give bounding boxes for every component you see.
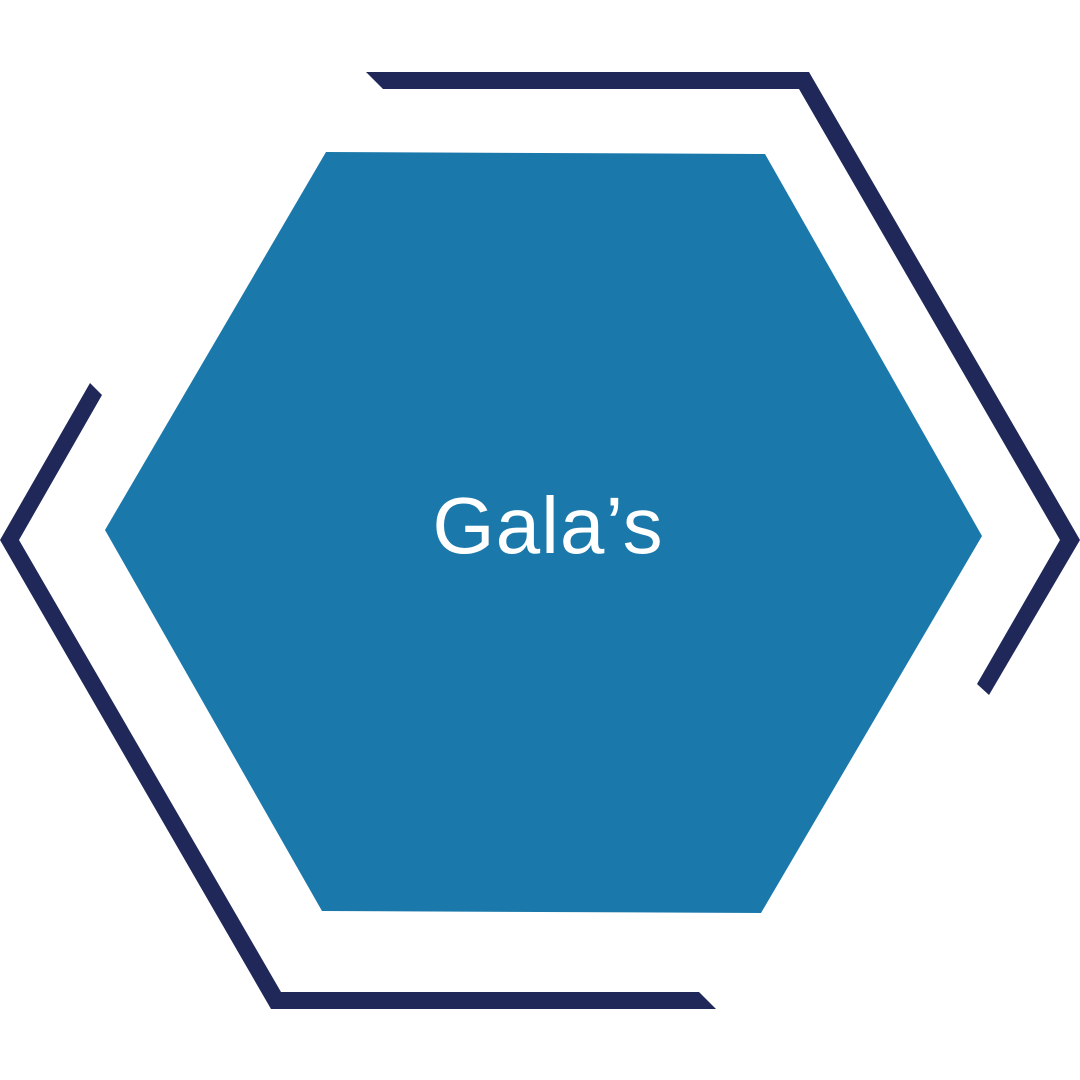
center-hexagon [105,152,982,913]
frame-bracket-top-right [366,72,1080,695]
frame-bracket-bottom-left [0,383,716,1009]
brand-name: Gala’s [432,481,663,570]
